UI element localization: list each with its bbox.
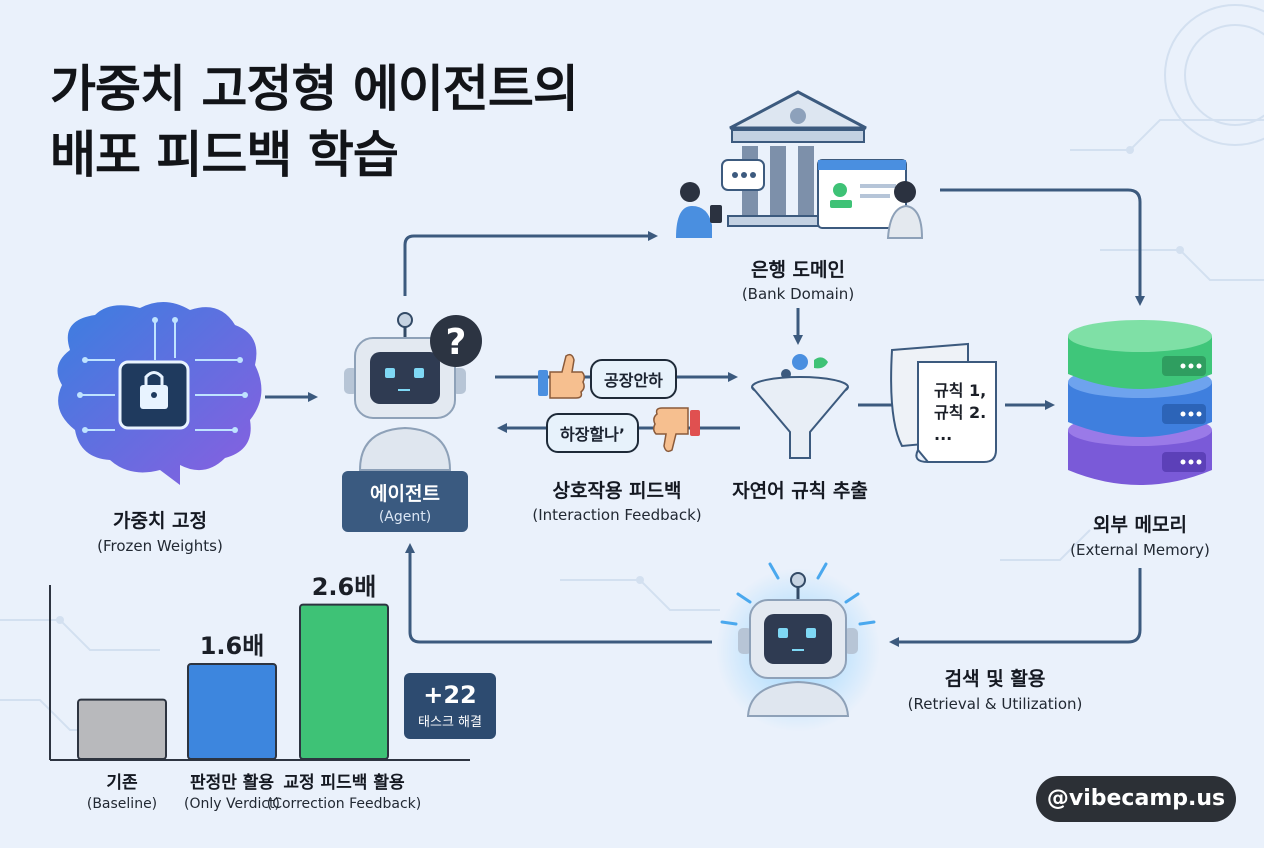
footer-handle-badge[interactable]: @vibecamp.us <box>1036 776 1236 822</box>
rule-line-2: 규칙 2. <box>934 403 987 422</box>
interaction-feedback-label: 상호작용 피드백 (Interaction Feedback) <box>510 476 724 524</box>
agent-label-box: 에이전트 (Agent) <box>342 471 468 532</box>
callout-label: 태스크 해결 <box>418 715 482 730</box>
external-memory-label: 외부 메모리 (External Memory) <box>1050 510 1230 559</box>
rules-scroll-icon <box>890 342 997 463</box>
negative-feedback-bubble: 하장할나’ <box>546 413 639 453</box>
bar-category-label-3: 교정 피드백 활용 (Correction Feedback) <box>254 768 434 812</box>
rule-line-3: ... <box>934 425 953 444</box>
external-memory-title: 외부 메모리 <box>1092 514 1187 536</box>
frozen-weights-title: 가중치 고정 <box>112 510 207 532</box>
interaction-feedback-title: 상호작용 피드백 <box>552 480 682 502</box>
retrieval-title: 검색 및 활용 <box>944 668 1046 690</box>
svg-text:?: ? <box>446 322 467 363</box>
retrieval-robot-icon <box>716 562 880 732</box>
rule-line-1: 규칙 1, <box>934 381 987 400</box>
title-line-2: 배포 피드백 학습 <box>50 126 399 184</box>
arrow-memory-to-retrieval <box>889 568 1142 647</box>
rules-text: 규칙 1, 규칙 2. ... <box>934 380 986 446</box>
funnel-icon <box>751 354 849 459</box>
category-ko-3: 교정 피드백 활용 <box>283 773 405 793</box>
rule-extraction-label: 자연어 규칙 추출 <box>712 476 888 503</box>
frozen-weights-subtitle: (Frozen Weights) <box>97 537 223 555</box>
category-en-3: (Correction Feedback) <box>266 796 422 812</box>
bank-domain-subtitle: (Bank Domain) <box>741 285 855 303</box>
bank-domain-title: 은행 도메인 <box>750 259 845 281</box>
agent-robot-icon: ? <box>344 312 482 471</box>
arrow-retrieval-to-agent <box>405 543 712 644</box>
bar-value-label-2: 1.6배 <box>199 632 265 660</box>
category-en-2: (Only Verdict) <box>183 796 281 812</box>
retrieval-subtitle: (Retrieval & Utilization) <box>907 695 1083 713</box>
category-ko-1: 기존 <box>106 773 138 793</box>
external-memory-database-icon <box>1068 320 1212 485</box>
bar-category-label-1: 기존 (Baseline) <box>32 768 212 812</box>
frozen-weights-label: 가중치 고정 (Frozen Weights) <box>60 506 260 555</box>
page-title: 가중치 고정형 에이전트의 배포 피드백 학습 <box>50 56 579 188</box>
tasks-solved-callout: +22 태스크 해결 <box>404 673 496 739</box>
bank-domain-label: 은행 도메인 (Bank Domain) <box>700 255 896 303</box>
category-ko-2: 판정만 활용 <box>189 773 275 793</box>
agent-subtitle: (Agent) <box>378 509 432 525</box>
arrow-agent-to-bank <box>403 231 658 296</box>
arrow-bank-to-memory <box>940 188 1145 306</box>
bar-1 <box>77 698 167 760</box>
bar-value-label-3: 2.6배 <box>311 572 377 601</box>
rule-extraction-title: 자연어 규칙 추출 <box>732 480 868 502</box>
title-line-1: 가중치 고정형 에이전트의 <box>50 60 579 118</box>
bank-building-icon <box>676 90 924 239</box>
brain-icon <box>57 301 262 485</box>
bar-chart <box>49 585 470 761</box>
bar-2 <box>187 663 277 760</box>
external-memory-subtitle: (External Memory) <box>1070 541 1210 559</box>
category-en-1: (Baseline) <box>86 796 158 812</box>
retrieval-label: 검색 및 활용 (Retrieval & Utilization) <box>895 664 1095 713</box>
callout-value: +22 <box>423 681 477 709</box>
thumbs-down-icon <box>652 407 700 453</box>
bar-3 <box>299 603 389 760</box>
interaction-feedback-subtitle: (Interaction Feedback) <box>532 506 702 524</box>
bar-category-label-2: 판정만 활용 (Only Verdict) <box>142 768 322 812</box>
agent-title: 에이전트 <box>370 483 440 505</box>
thumbs-up-icon <box>538 353 586 399</box>
positive-feedback-bubble: 공장안하 <box>590 359 677 399</box>
